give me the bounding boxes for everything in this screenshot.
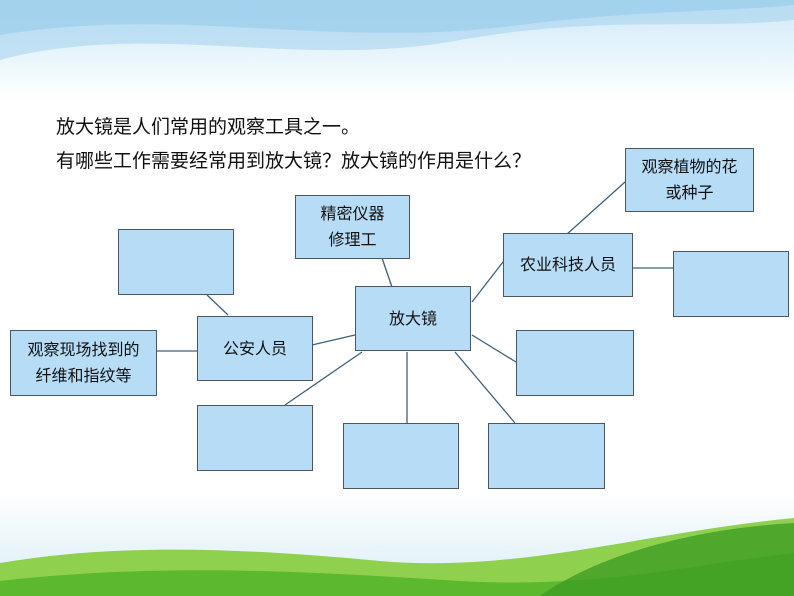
connector-blank-top-left xyxy=(206,294,229,316)
sky-banner xyxy=(0,0,794,100)
node-blank-bottom-center xyxy=(343,423,459,489)
node-precision-repair: 精密仪器 修理工 xyxy=(295,195,410,259)
node-police-use-label: 观察现场找到的 纤维和指纹等 xyxy=(27,340,140,385)
grass-hill-decoration xyxy=(0,518,794,596)
node-agri-tech-label: 农业科技人员 xyxy=(519,255,616,274)
node-blank-bottom-right xyxy=(488,423,605,489)
connector-agri xyxy=(471,261,504,303)
sky-wave-decoration xyxy=(0,0,794,60)
connector-blank-bottom-right xyxy=(454,351,516,424)
connector-blank-mid-right xyxy=(471,334,517,363)
node-police-use: 观察现场找到的 纤维和指纹等 xyxy=(10,330,157,396)
intro-line-1: 放大镜是人们常用的观察工具之一。 xyxy=(56,116,361,138)
node-precision-repair-label: 精密仪器 修理工 xyxy=(320,204,385,249)
node-magnifier-label: 放大镜 xyxy=(388,308,437,328)
grass-banner xyxy=(0,493,794,596)
node-magnifier: 放大镜 xyxy=(355,286,471,351)
node-blank-right xyxy=(673,251,789,317)
node-police-label: 公安人员 xyxy=(222,338,287,358)
connector-police xyxy=(311,334,356,346)
connector-agri-use xyxy=(565,181,626,236)
node-blank-mid-right xyxy=(516,330,634,396)
node-blank-bottom-left xyxy=(197,405,313,471)
node-agri-use-label: 观察植物的花 或种子 xyxy=(641,157,738,202)
connector-precision xyxy=(381,257,393,288)
connector-blank-bottom-left xyxy=(284,351,363,406)
node-blank-top-left xyxy=(118,229,234,295)
intro-question: 有哪些工作需要经常用到放大镜？放大镜的作用是什么？ xyxy=(56,150,532,172)
node-police: 公安人员 xyxy=(197,316,313,381)
node-agri-use: 观察植物的花 或种子 xyxy=(625,148,754,212)
node-agri-tech: 农业科技人员 xyxy=(503,233,633,297)
